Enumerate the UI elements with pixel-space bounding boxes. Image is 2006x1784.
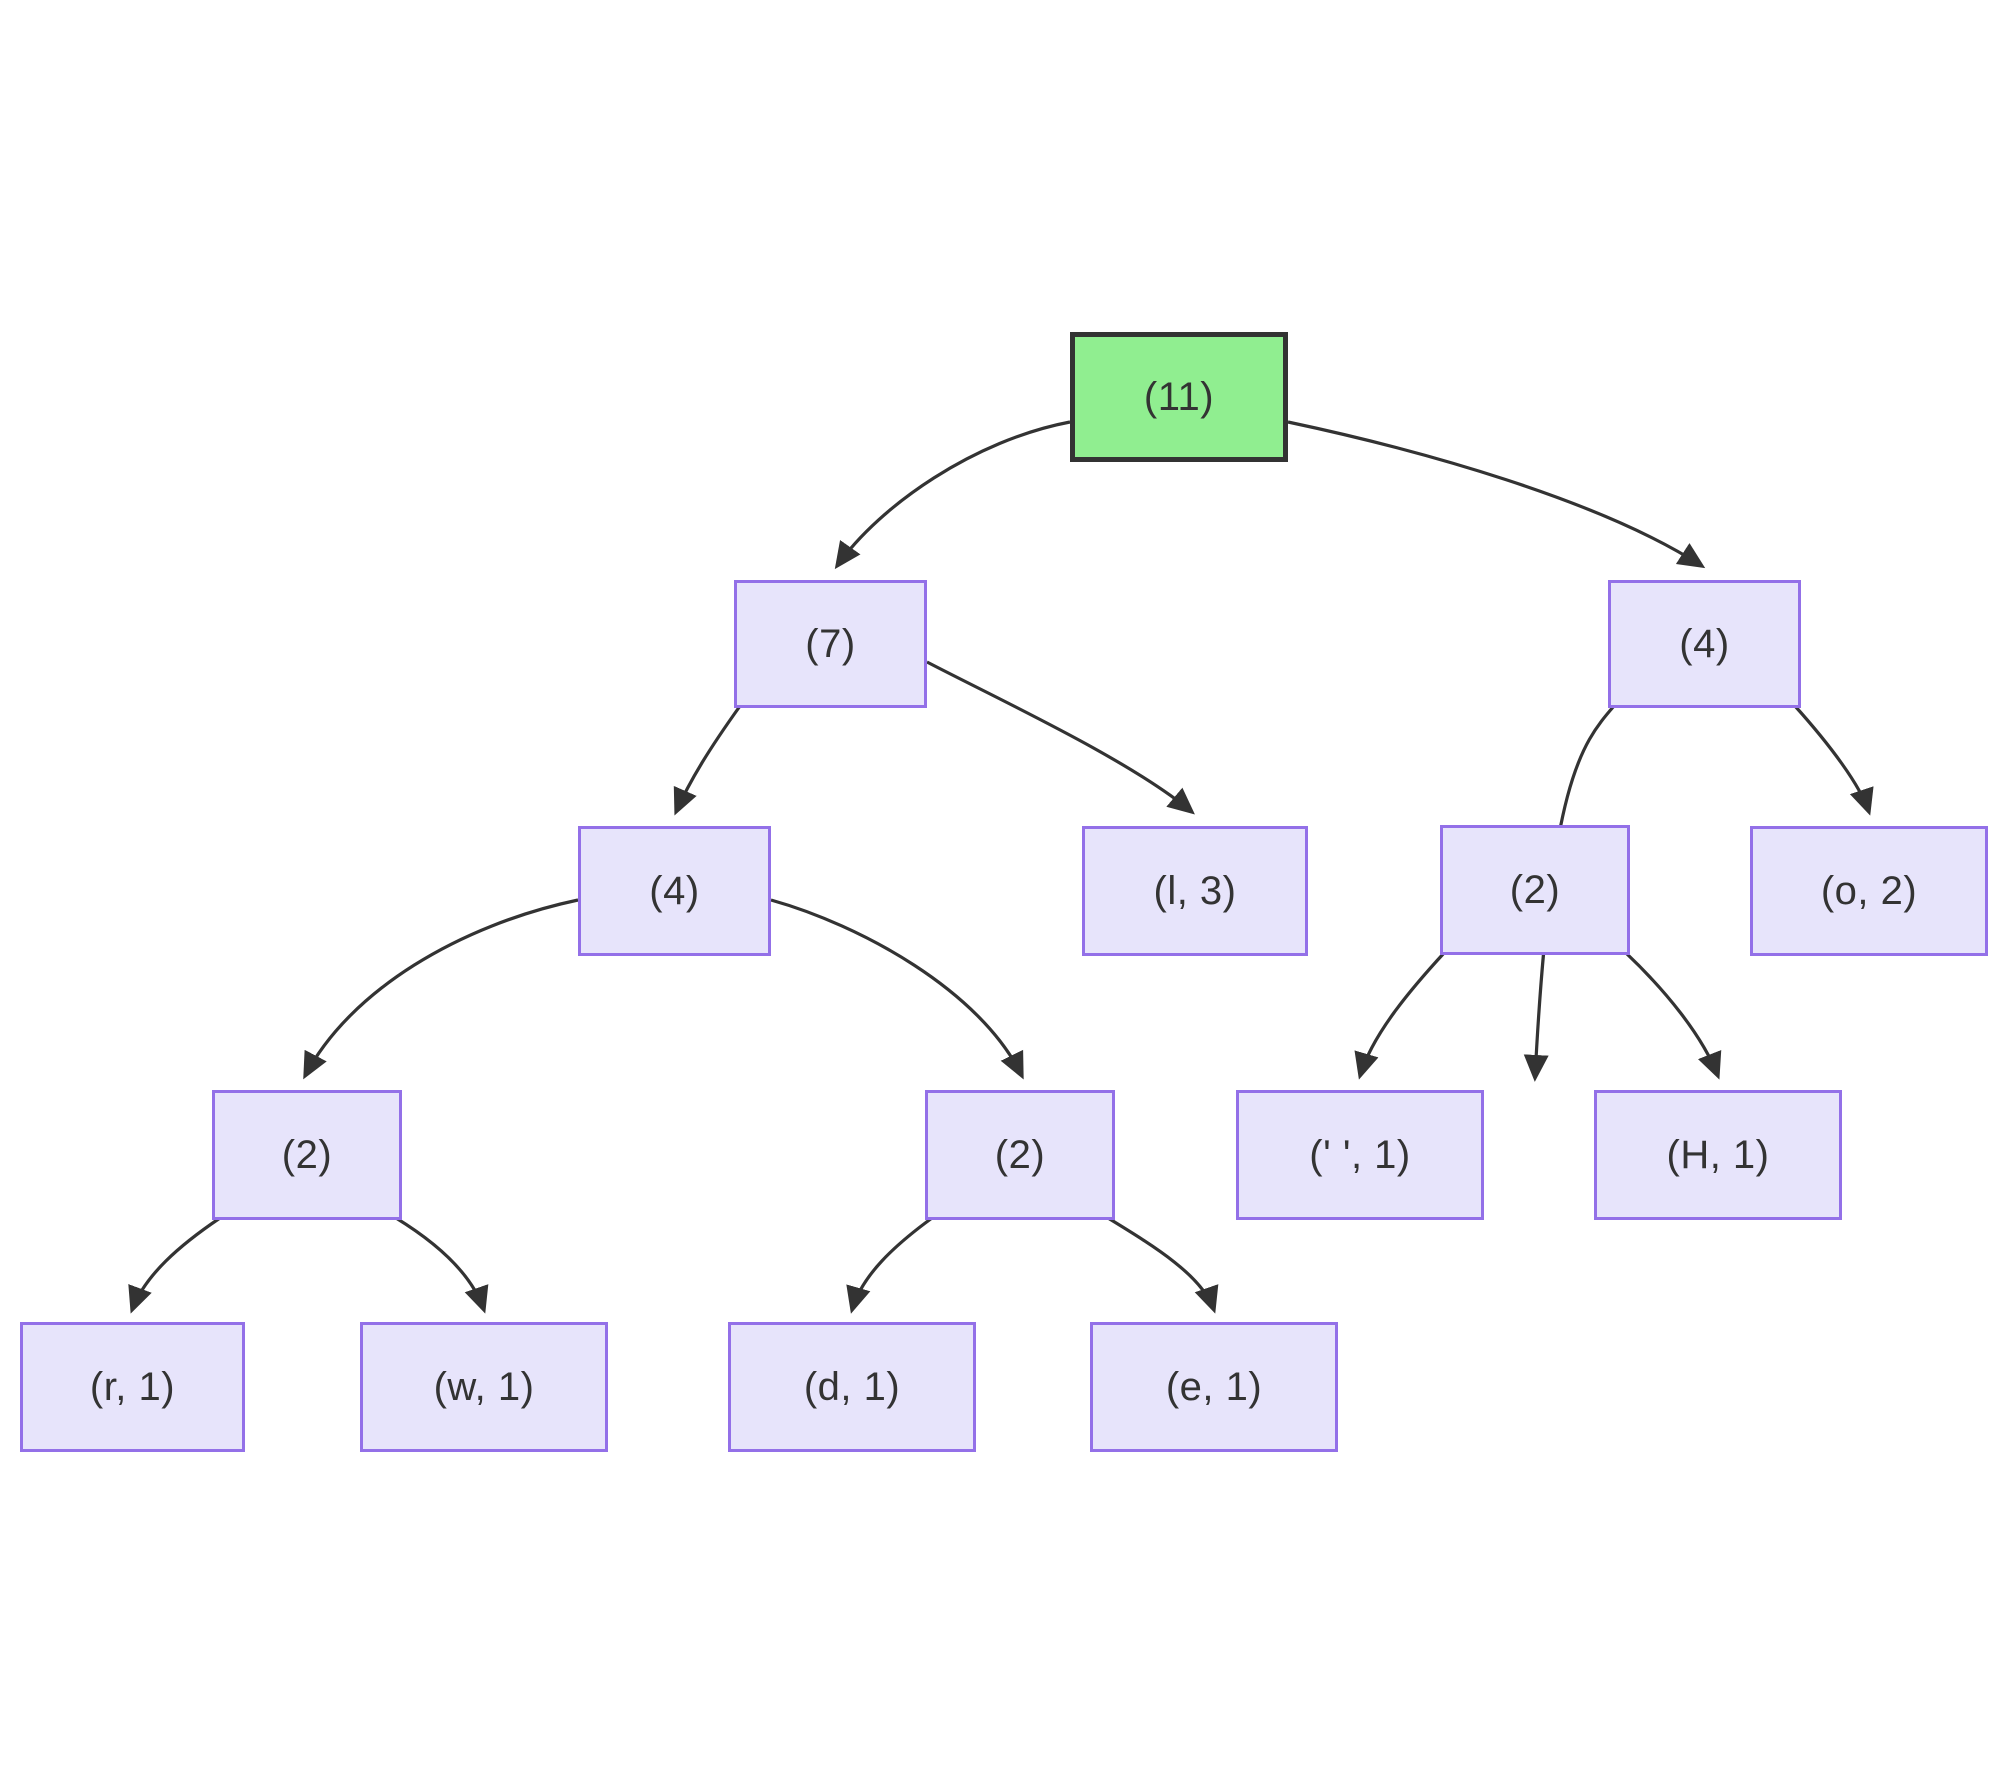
tree-node-n4r[interactable]: (4) [1608, 580, 1801, 708]
tree-edge-n4l-to-n2a [303, 898, 579, 1080]
tree-edge-n2a-to-leaf_w [395, 1216, 489, 1314]
tree-node-leaf_o[interactable]: (o, 2) [1750, 826, 1988, 956]
tree-node-n11[interactable]: (11) [1070, 332, 1288, 462]
tree-node-label: (d, 1) [803, 1365, 901, 1409]
tree-node-label: (4) [1679, 622, 1730, 666]
tree-node-label: (11) [1143, 375, 1215, 419]
tree-node-n2r[interactable]: (2) [1440, 825, 1630, 955]
tree-node-leaf_e[interactable]: (e, 1) [1090, 1322, 1338, 1452]
tree-node-leaf_l[interactable]: (l, 3) [1082, 826, 1308, 956]
tree-node-label: (H, 1) [1666, 1133, 1770, 1177]
tree-node-label: (2) [281, 1133, 333, 1177]
tree-node-leaf_sp[interactable]: (' ', 1) [1236, 1090, 1484, 1220]
tree-node-n2a[interactable]: (2) [212, 1090, 402, 1220]
tree-node-label: (' ', 1) [1309, 1133, 1411, 1177]
tree-node-label: (r, 1) [89, 1365, 176, 1409]
tree-node-label: (2) [994, 1133, 1046, 1177]
tree-node-label: (4) [649, 869, 700, 913]
tree-node-leaf_d[interactable]: (d, 1) [728, 1322, 976, 1452]
tree-node-leaf_H[interactable]: (H, 1) [1594, 1090, 1842, 1220]
tree-edge-n7-to-leaf_l [926, 660, 1195, 815]
tree-node-n4l[interactable]: (4) [578, 826, 771, 956]
tree-edge-n2b-to-leaf_d [846, 1216, 933, 1314]
tree-edge-n11-to-n7 [834, 420, 1071, 570]
tree-node-label: (7) [805, 622, 856, 666]
tree-node-n7[interactable]: (7) [734, 580, 927, 708]
tree-node-label: (o, 2) [1820, 869, 1918, 913]
tree-node-n2b[interactable]: (2) [925, 1090, 1115, 1220]
tree-node-label: (2) [1509, 868, 1561, 912]
tree-node-leaf_w[interactable]: (w, 1) [360, 1322, 608, 1452]
tree-edge-n2r-to-leaf_sp [1354, 951, 1446, 1080]
tree-edge-n7-to-n4l [673, 705, 742, 816]
tree-edge-n4l-to-n2b [770, 898, 1024, 1080]
tree-node-leaf_r[interactable]: (r, 1) [20, 1322, 245, 1452]
tree-node-label: (l, 3) [1153, 869, 1237, 913]
tree-edge-n2r-to-leaf_H [1624, 951, 1722, 1080]
tree-edge-n2a-to-leaf_r [128, 1216, 221, 1314]
tree-node-label: (w, 1) [433, 1365, 535, 1409]
tree-node-label: (e, 1) [1165, 1365, 1263, 1409]
tree-edge-n4r-to-leaf_o [1793, 704, 1874, 816]
tree-edge-n2b-to-leaf_e [1107, 1216, 1219, 1314]
tree-edge-n11-to-n4r [1287, 420, 1706, 569]
